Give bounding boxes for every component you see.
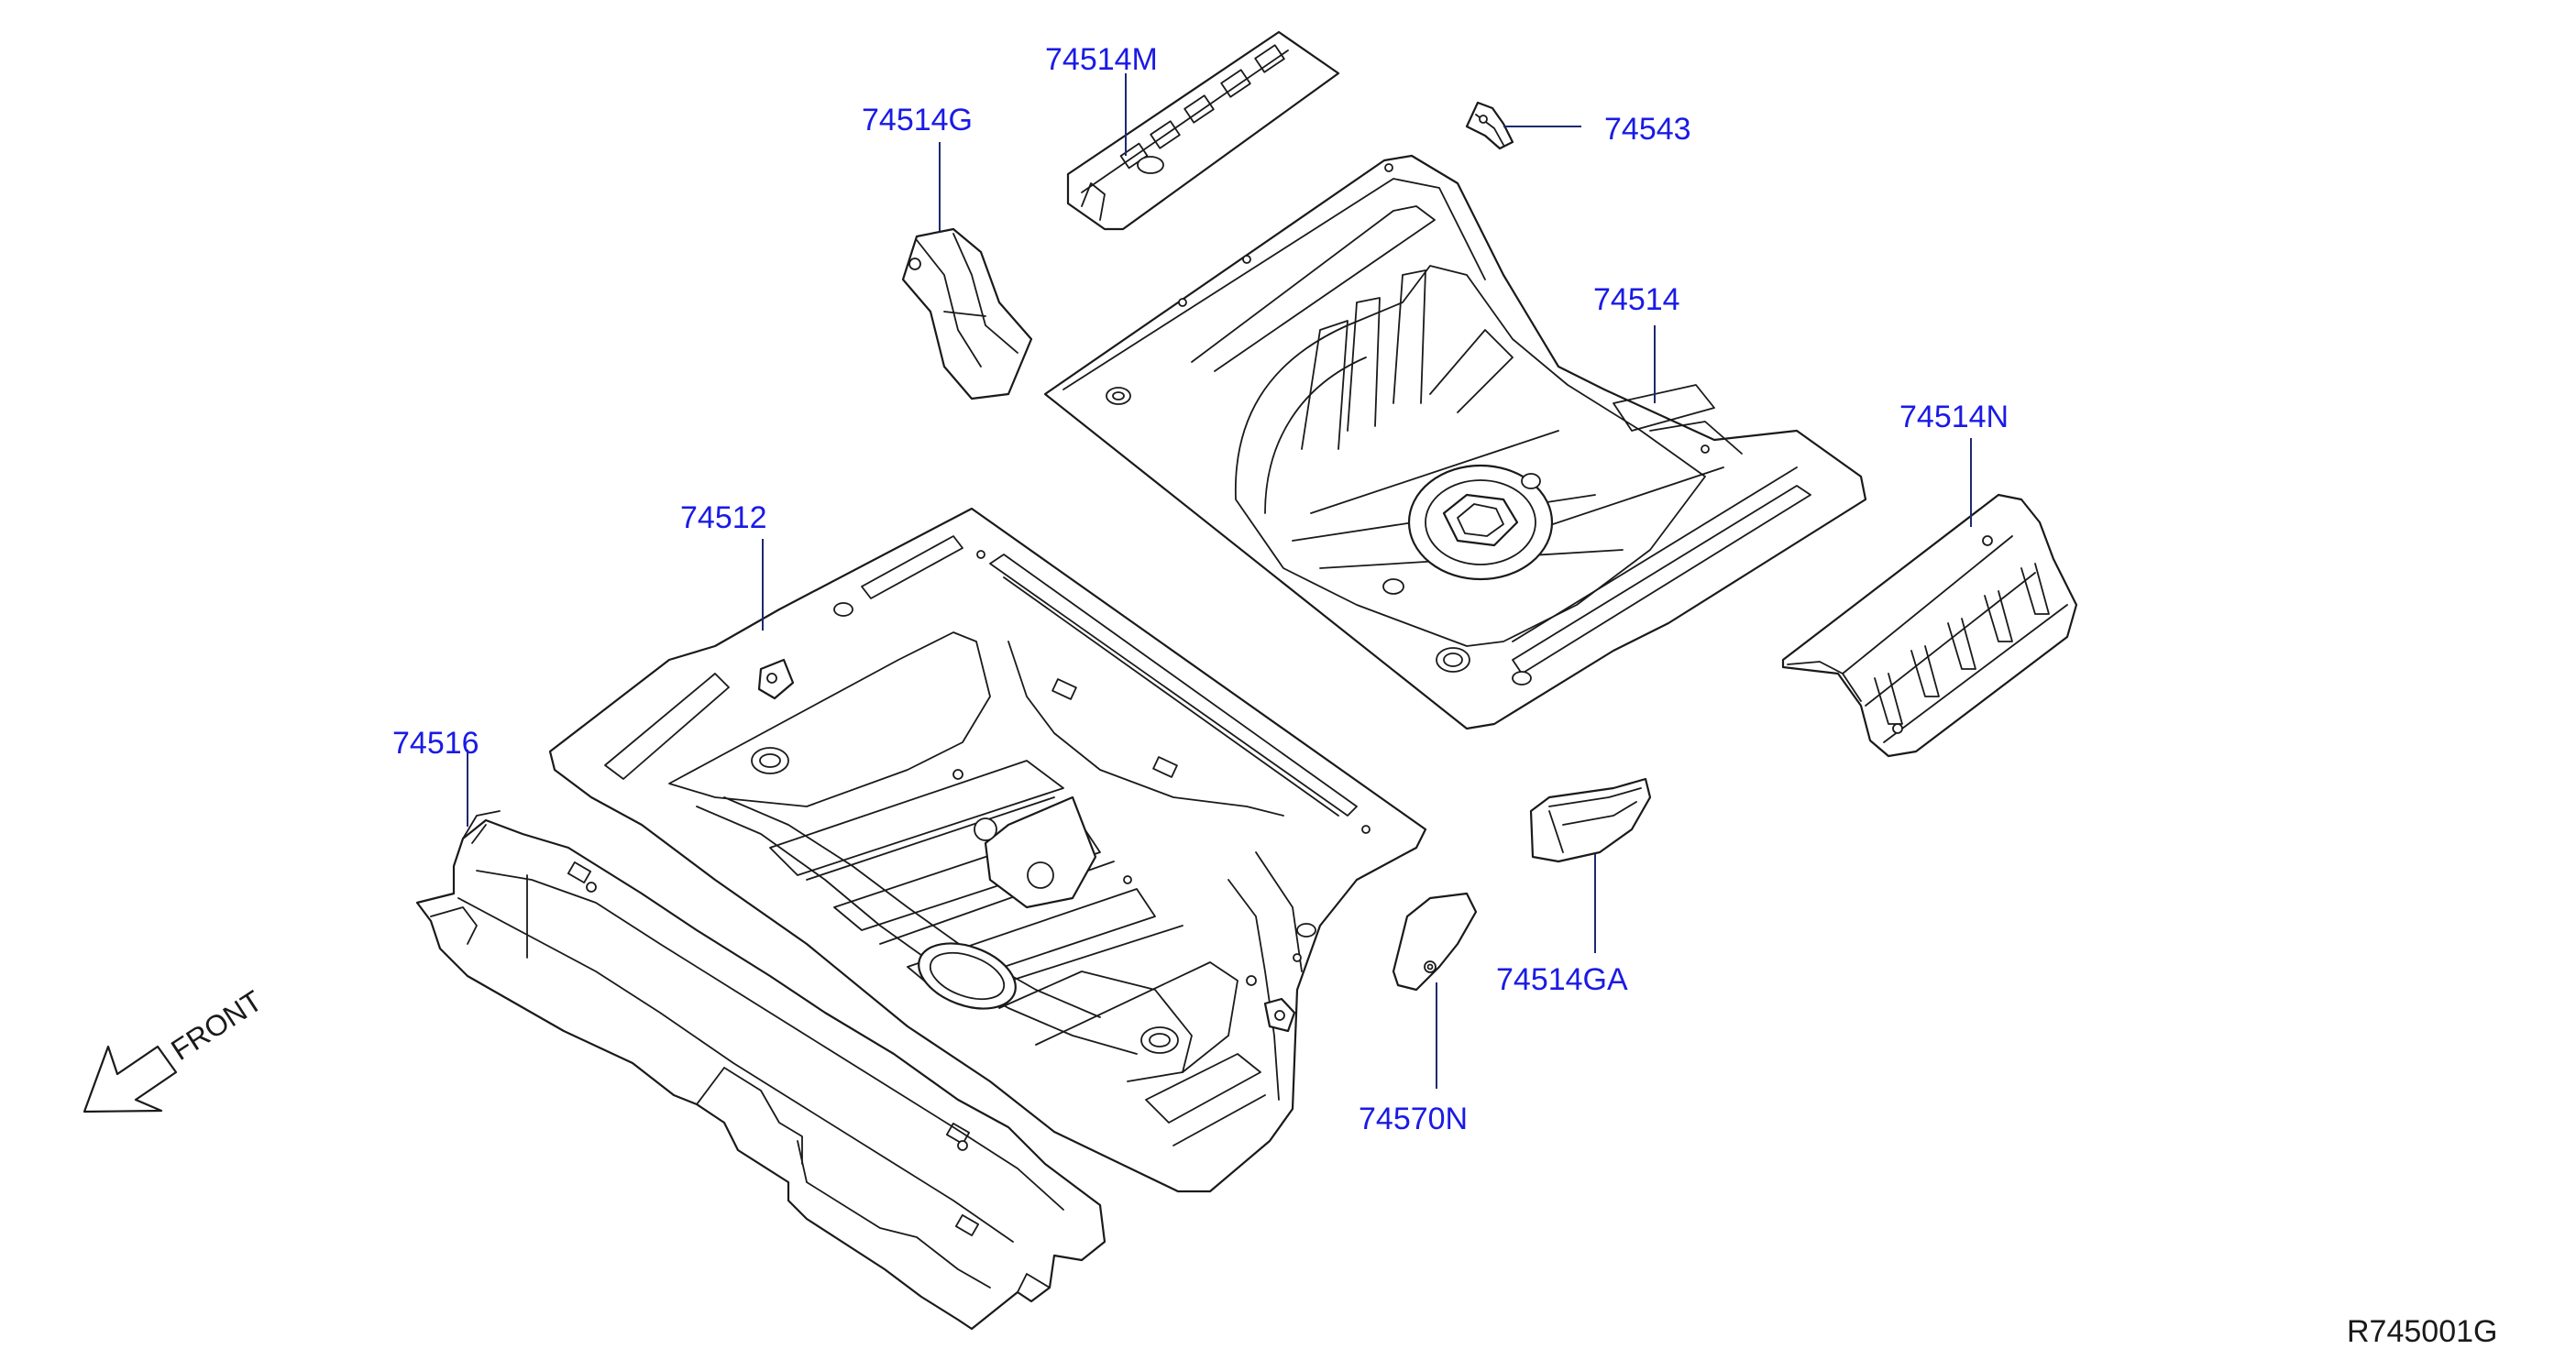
part-74512 (548, 507, 1427, 1193)
part-74516 (415, 810, 1106, 1331)
part-74514M (1066, 30, 1340, 231)
part-74514G (901, 227, 1033, 400)
callout-74512: 74512 (680, 500, 767, 535)
callout-74516: 74516 (392, 726, 479, 761)
leader-lines (467, 73, 1972, 1089)
front-label: FRONT (165, 984, 268, 1067)
part-74514 (1043, 154, 1867, 730)
callout-74514G: 74514G (862, 103, 973, 137)
reference-code: R745001G (2347, 1314, 2497, 1349)
callout-labels: 74514M 74514G 74543 74514 74514N 74512 7… (392, 42, 2009, 1136)
part-74514N (1781, 493, 2078, 758)
callout-74570N: 74570N (1359, 1102, 1468, 1136)
callout-74514N: 74514N (1899, 400, 2009, 434)
arrow-down-left-icon (83, 1045, 178, 1113)
part-74514GA (1529, 777, 1652, 863)
callout-74543: 74543 (1604, 112, 1691, 147)
part-74570N (1392, 892, 1478, 992)
callout-74514: 74514 (1593, 282, 1680, 317)
callout-74514GA: 74514GA (1496, 962, 1628, 997)
part-74543 (1465, 101, 1514, 150)
front-indicator: FRONT (83, 984, 268, 1113)
callout-74514M: 74514M (1045, 42, 1158, 77)
